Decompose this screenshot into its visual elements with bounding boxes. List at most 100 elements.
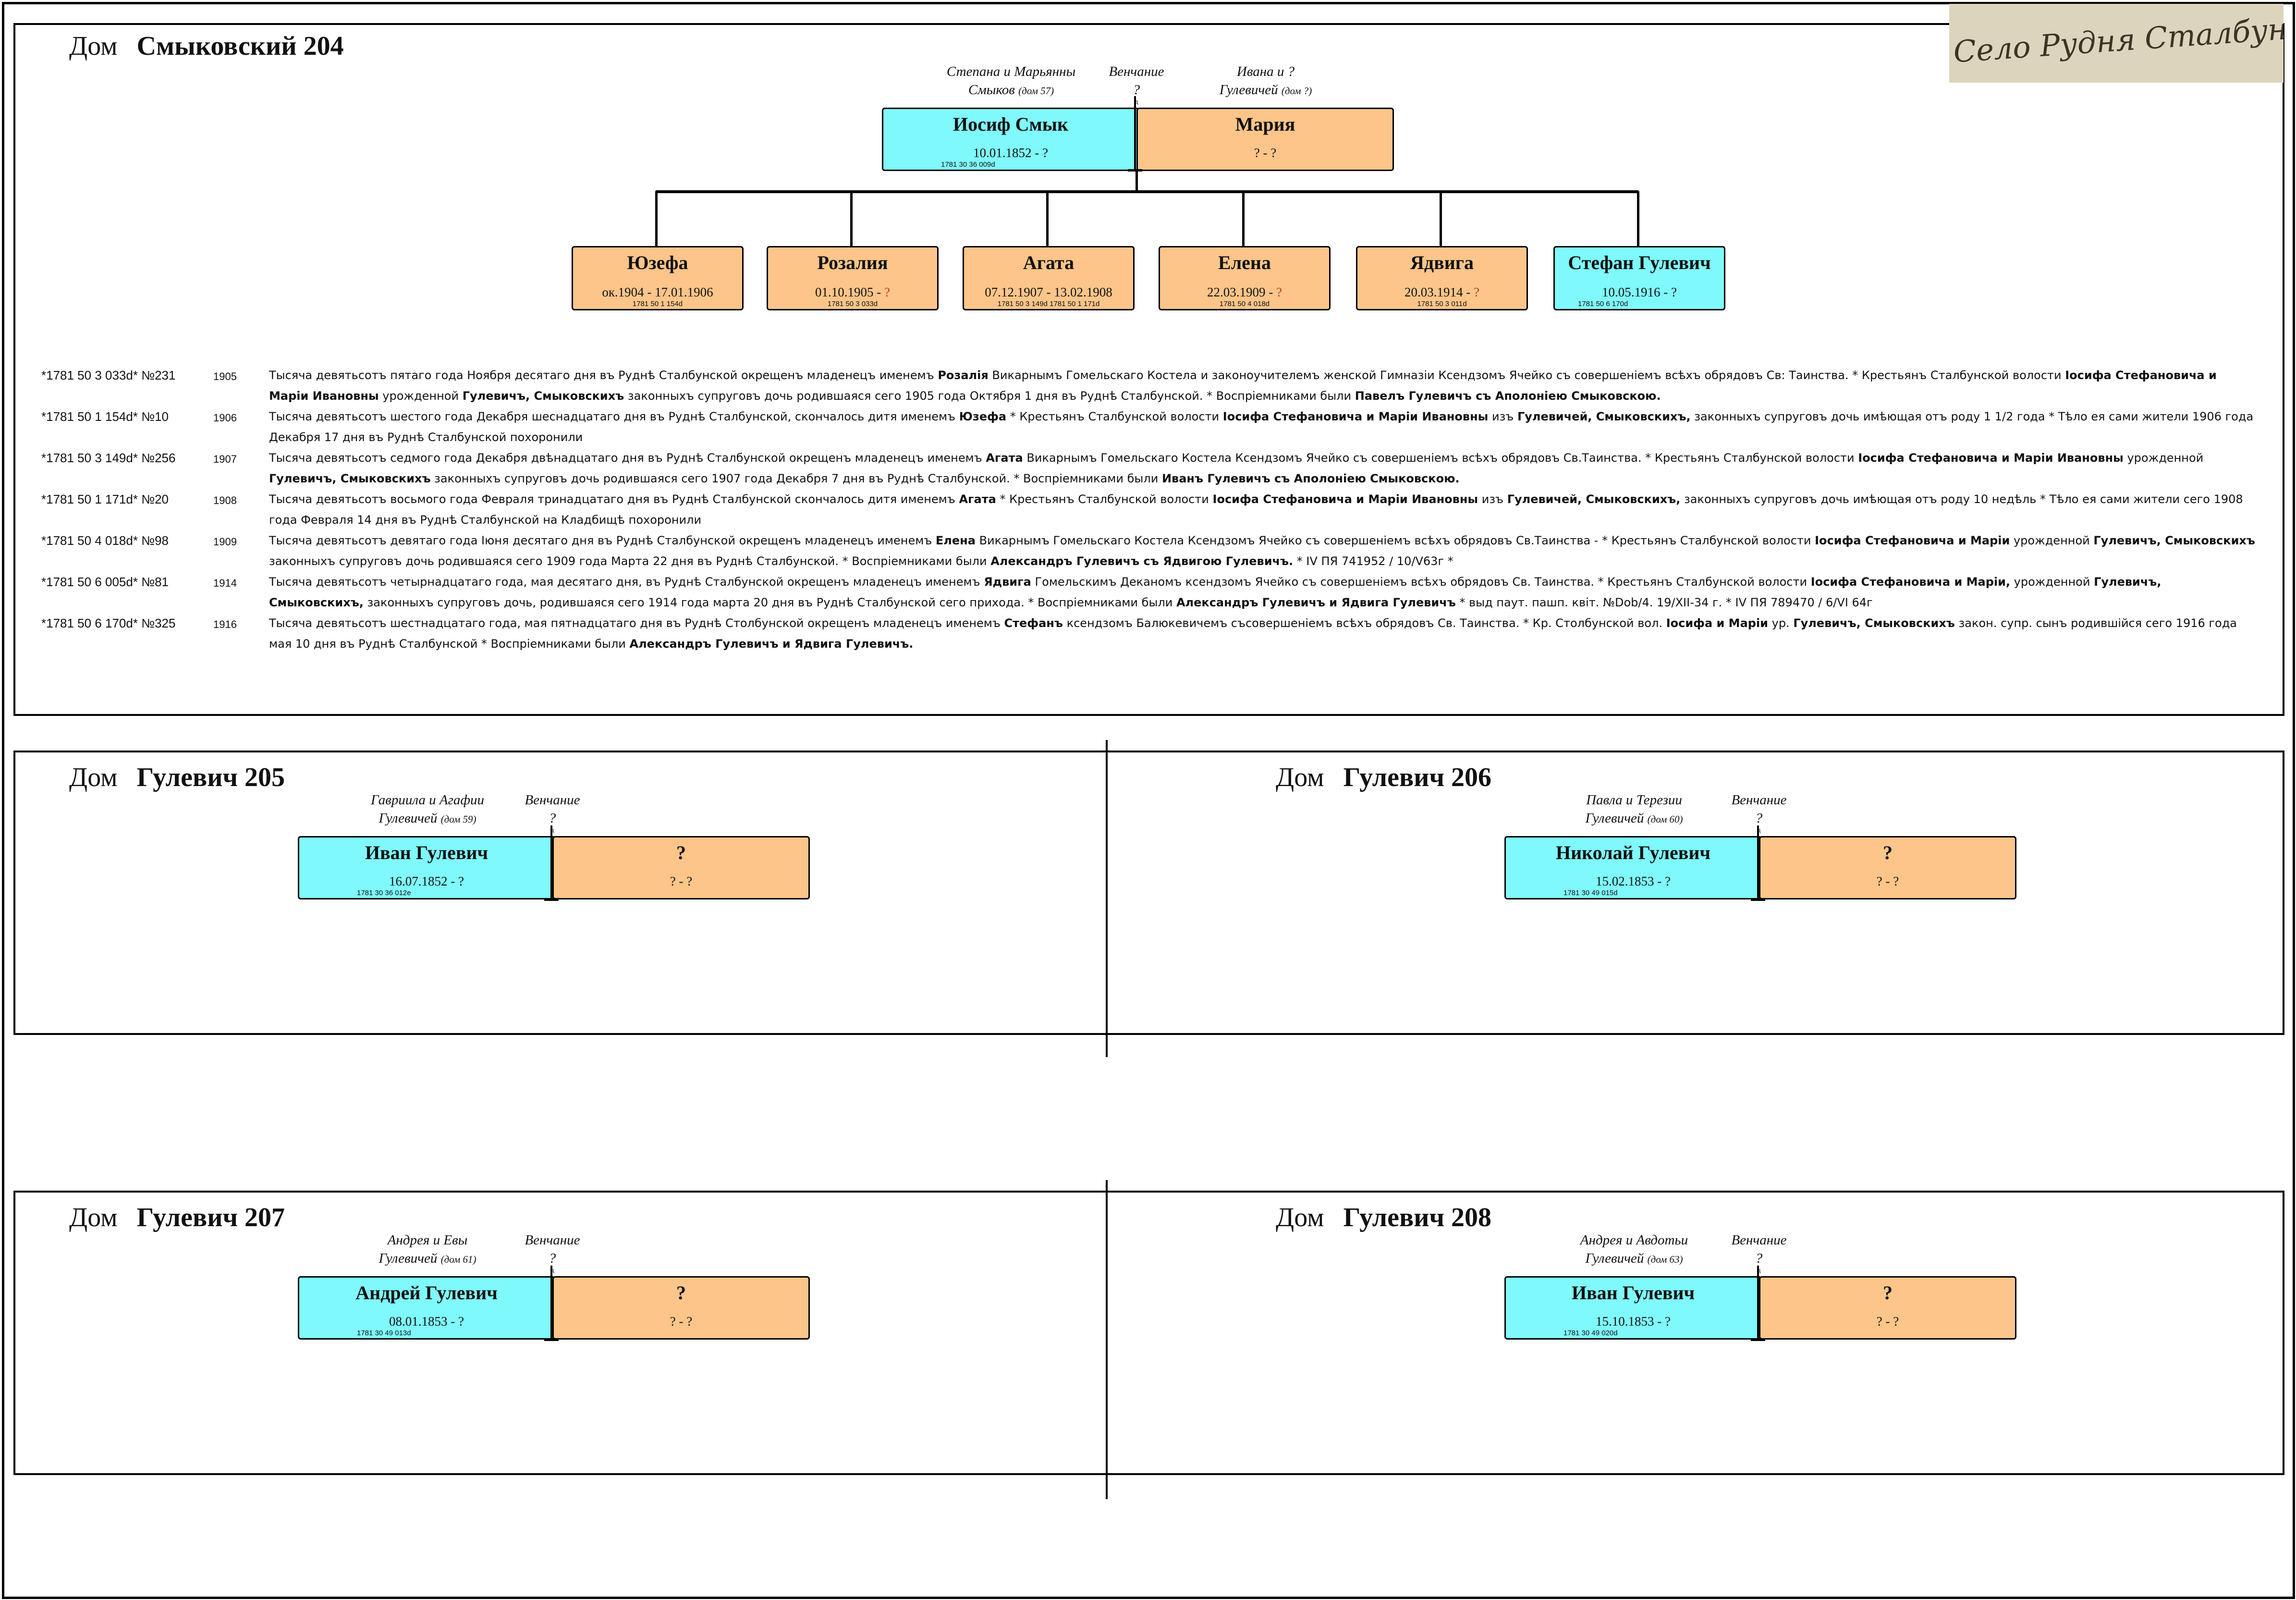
wife-card[interactable]: ?? - ? [1759, 1276, 2016, 1340]
record-text-part: законныхъ супруговъ дочь имѣющая отъ род… [269, 492, 2243, 527]
record-year: 1908 [213, 494, 237, 506]
house-word: Дом [69, 763, 118, 792]
wedding-word: Венчание [1109, 64, 1164, 79]
record-year: 1906 [213, 412, 237, 424]
husband-parents-line2: Гулевичей [1585, 1251, 1644, 1266]
house-word: Дом [69, 1203, 118, 1232]
husband-dates: 16.07.1852 - ? [389, 874, 464, 888]
record-text-part: закон. супр. сынъ родившійся сего 1916 г… [269, 616, 2237, 651]
record-year: 1916 [213, 618, 237, 630]
record-text-part: законныхъ супруговъ дочь родившаяся сего… [269, 554, 991, 568]
record-text-part: * выд паут. пашп. квіт. №Dob/4. 19/XII-3… [1455, 596, 1873, 609]
husband-name: Николай Гулевич [1556, 842, 1710, 863]
wedding-label: Венчание?д [1711, 791, 1807, 834]
husband-name: Иван Гулевич [365, 842, 489, 863]
record-id: *1781 50 1 154d* №10 [41, 409, 169, 424]
husband-parents-note: (дом 57) [1018, 85, 1054, 97]
record-text-part: законныхъ супруговъ дочь, родившаяся сег… [363, 596, 1176, 609]
husband-parents-line1: Андрея и Евы [387, 1232, 468, 1248]
record-name-bold: Іосифа Стефановича и Маріи, [1810, 575, 2011, 589]
child-name: Розалия [817, 252, 888, 273]
record-text-part: урожденной [2123, 451, 2204, 465]
record-text: Тысяча девятьсотъ восьмого года Февраля … [269, 489, 2256, 530]
record-id: *1781 50 1 171d* №20 [41, 492, 169, 506]
husband-name: Иосиф Смык [953, 113, 1068, 135]
husband-ref: 1781 30 49 013d [357, 1329, 411, 1337]
record-id: *1781 50 6 005d* №81 [41, 575, 169, 589]
wife-parents-line1: Ивана и ? [1236, 64, 1295, 79]
record-text-part: урожденной [2010, 575, 2094, 589]
husband-dates: 08.01.1853 - ? [389, 1314, 464, 1329]
couple-tick-foot [544, 898, 559, 901]
husband-ref: 1781 30 36 012e [357, 889, 411, 897]
husband-card[interactable]: Иван Гулевич 16.07.1852 - ?1781 30 36 012… [298, 836, 555, 899]
child-dates: 20.03.1914 - ? [1357, 285, 1527, 299]
village-stamp-text: Село Рудня Сталбунска [1952, 7, 2284, 70]
husband-card[interactable]: Иосиф Смык 10.01.1852 - ? 1781 30 36 009… [882, 108, 1139, 171]
wedding-label: Венчание?д [504, 791, 600, 834]
husband-parents-note: (дом 59) [440, 813, 476, 825]
wedding-ref: д [1757, 1267, 1761, 1274]
couple-tick [550, 1266, 552, 1341]
wife-name: ? [676, 842, 686, 863]
house-name: Гулевич 205 [136, 763, 285, 792]
wife-name: ? [1883, 1282, 1893, 1304]
wedding-question: ? [549, 1251, 556, 1266]
wife-card[interactable]: ?? - ? [552, 836, 810, 899]
husband-ref: 1781 30 36 009d [941, 160, 995, 169]
child-drop-line [1046, 191, 1049, 246]
husband-dates: 15.10.1853 - ? [1596, 1314, 1671, 1329]
record-text-part: Тысяча девятьсотъ пятаго года Ноября дес… [269, 369, 938, 382]
husband-parents-note: (дом 63) [1647, 1254, 1683, 1265]
wedding-word: Венчание [525, 792, 580, 808]
record-text-part: Тысяча девятьсотъ девятаго года Іюня дес… [269, 534, 936, 547]
husband-parents-line2: Гулевичей [379, 1251, 438, 1266]
record-name-bold: Гулевичъ, Смыковскихъ [269, 472, 431, 485]
record-text-part: Тысяча девятьсотъ четырнадцатаго года, м… [269, 575, 984, 589]
husband-ref: 1781 30 49 015d [1563, 889, 1618, 897]
child-name: Елена [1218, 252, 1271, 273]
couple-tick-foot [1751, 1339, 1765, 1341]
child-dates-text: 01.10.1905 - [815, 285, 884, 299]
record-text-part: Тысяча девятьсотъ восьмого года Февраля … [269, 492, 959, 506]
child-dates-unknown: ? [1474, 285, 1479, 299]
wife-name: Мария [1235, 113, 1295, 135]
husband-dates: 10.01.1852 - ? [973, 146, 1048, 160]
child-dates: 07.12.1907 - 13.02.1908 [964, 285, 1133, 299]
wife-card[interactable]: Мария ? - ? [1136, 108, 1394, 171]
record-text-part: Тысяча девятьсотъ шестнадцатаго года, ма… [269, 616, 1004, 630]
wife-card[interactable]: ?? - ? [552, 1276, 810, 1340]
record-text: Тысяча девятьсотъ шестнадцатаго года, ма… [269, 613, 2256, 654]
record-text-part: Тысяча девятьсотъ шестого года Декабря ш… [269, 410, 959, 423]
wife-card[interactable]: ?? - ? [1759, 836, 2016, 899]
wedding-question: ? [1133, 82, 1140, 98]
couple-tick-foot [544, 1339, 559, 1341]
house-name: Гулевич 208 [1343, 1203, 1492, 1232]
record-text-part: урожденной [2010, 534, 2094, 547]
husband-parents-label: Степана и Марьянны Смыков (дом 57) [913, 62, 1110, 100]
couple-tick-foot [1128, 169, 1142, 172]
wife-dates: ? - ? [1876, 874, 1899, 888]
wedding-label: Венчание ? д [1088, 62, 1185, 106]
child-name: Агата [1023, 252, 1075, 273]
record-text: Тысяча девятьсотъ четырнадцатаго года, м… [269, 572, 2256, 613]
